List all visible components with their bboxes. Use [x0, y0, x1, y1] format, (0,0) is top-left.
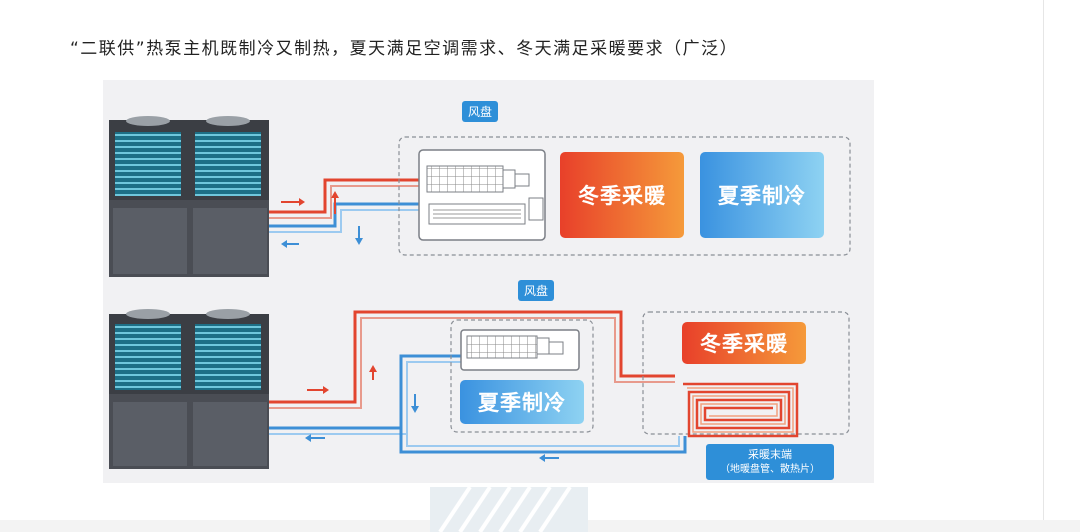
fan-coil-group-bottom — [450, 319, 594, 433]
flow-arrows-top — [281, 191, 363, 248]
heat-pump-unit-top — [109, 116, 269, 277]
heating-terminal-label: 采暖末端 — [748, 448, 792, 461]
fan-coil-unit-top — [418, 149, 546, 241]
summer-cooling-box-bottom: 夏季制冷 — [460, 380, 584, 424]
winter-heating-box-bottom: 冬季采暖 — [682, 322, 806, 364]
heating-terminal-box: 采暖末端 （地暖盘管、散热片） — [706, 444, 834, 480]
winter-heating-box-top: 冬季采暖 — [560, 152, 684, 238]
pipes-top — [269, 178, 423, 233]
flow-arrows-bottom — [305, 365, 559, 462]
fan-coil-tag-bottom: 风盘 — [518, 280, 555, 301]
heat-pump-unit-bottom — [109, 309, 269, 469]
heat-pump-diagram — [109, 116, 851, 469]
page-edge-divider — [1043, 0, 1044, 520]
indoor-terminal-group-top — [398, 136, 851, 256]
page-title: “二联供”热泵主机既制冷又制热，夏天满足空调需求、冬天满足采暖要求（广泛） — [70, 39, 739, 59]
pipes-bottom — [269, 310, 687, 454]
summer-cooling-box-top: 夏季制冷 — [700, 152, 824, 238]
fan-coil-tag-top: 风盘 — [462, 101, 499, 122]
floor-heating-coil — [683, 382, 799, 438]
heating-terminal-sub: （地暖盘管、散热片） — [720, 464, 820, 475]
fan-coil-unit-bottom — [460, 329, 580, 371]
cropped-next-image — [430, 487, 588, 532]
